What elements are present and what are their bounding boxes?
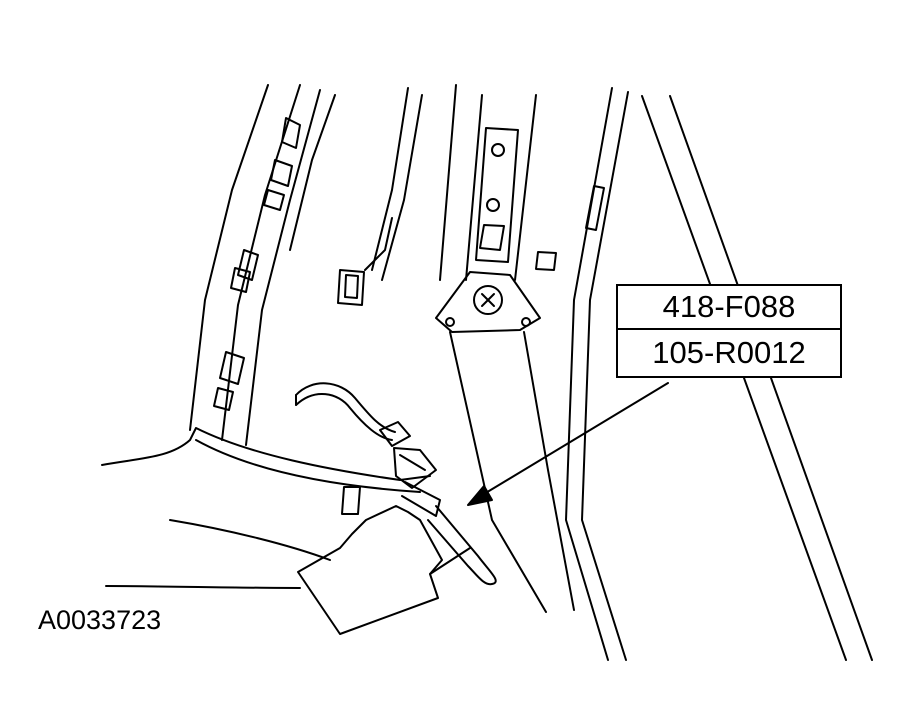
door-frame [565,87,873,661]
belt-connector [379,421,497,586]
tool-number-label-2: 105-R0012 [616,330,842,378]
tool-number-label-1: 418-F088 [616,284,842,330]
special-tool [297,505,471,635]
wiring-harness [295,382,396,441]
figure-id: A0033723 [38,605,162,635]
pillar-trim-panel [189,84,423,446]
pillar-connector-icon [337,217,393,306]
leader-arrow [467,382,669,506]
lower-trim [101,427,431,589]
seatbelt-anchor-plate [435,271,541,333]
seatbelt-rail [439,84,557,281]
seatbelt-webbing [449,331,575,613]
